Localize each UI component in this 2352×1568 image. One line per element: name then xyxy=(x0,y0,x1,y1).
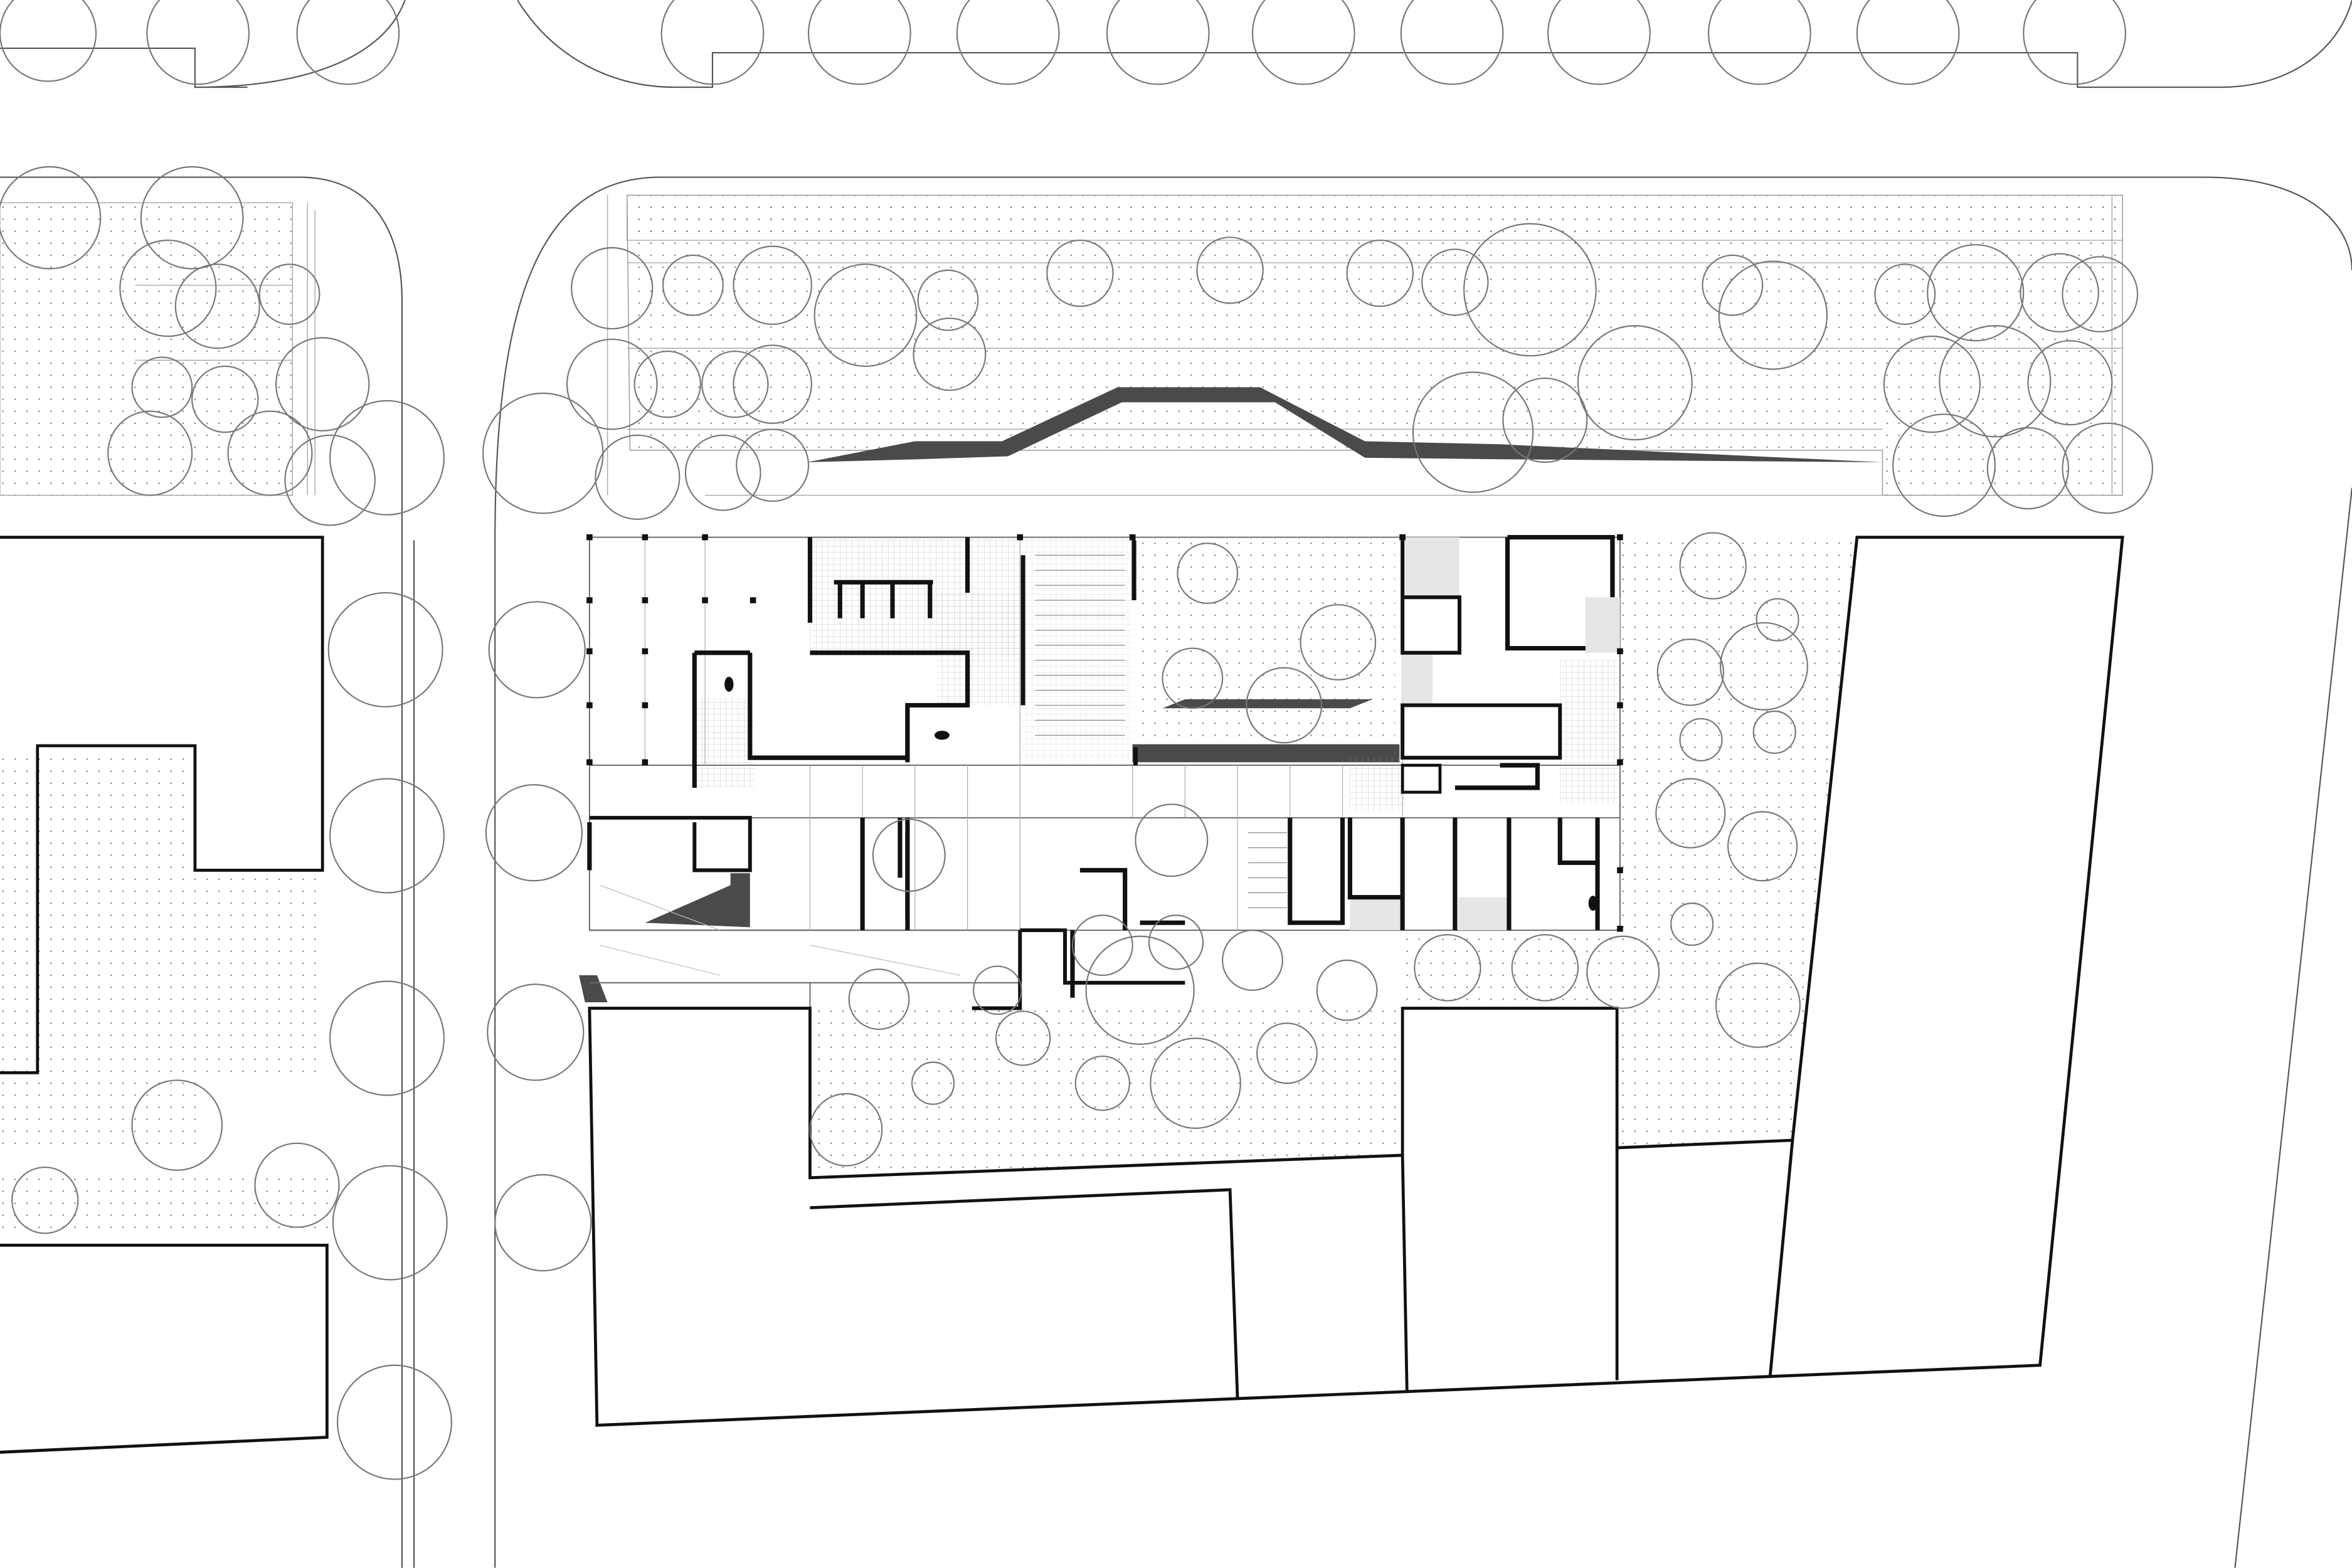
column-icon xyxy=(586,534,1623,932)
dark-roof-elements xyxy=(579,387,1883,1002)
neighbour-buildings xyxy=(0,536,2124,1454)
garden-paths xyxy=(135,195,2123,496)
building-outline xyxy=(588,536,1621,1009)
tree-canopy-icon xyxy=(0,0,2153,1480)
west-entry-dark xyxy=(579,975,608,1002)
walls xyxy=(587,534,1615,1010)
courtyard-canopy-west xyxy=(1162,699,1373,709)
north-canopy-roof xyxy=(807,387,1883,463)
planted-areas xyxy=(0,194,2123,1238)
ramp-dark xyxy=(645,873,750,928)
stairs xyxy=(600,554,1287,976)
service-rooms xyxy=(1350,537,1620,931)
paved-zones xyxy=(694,537,1620,810)
fixtures xyxy=(724,677,1598,911)
